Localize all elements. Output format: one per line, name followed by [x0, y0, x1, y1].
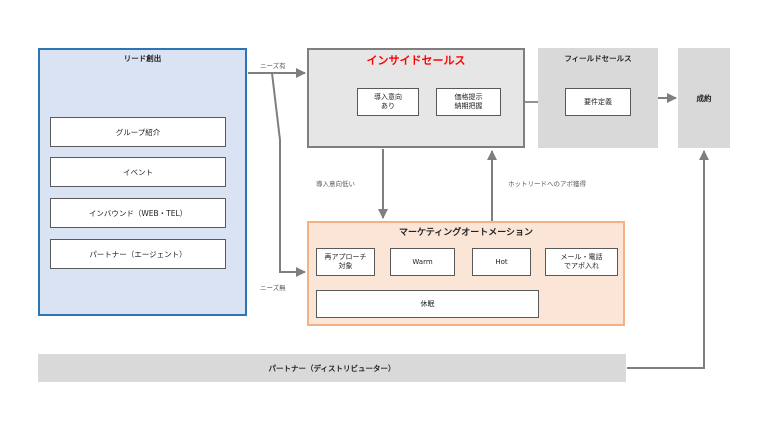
inside-sales-title: インサイドセールス — [366, 54, 466, 67]
partner-distributor-bar: パートナー（ディストリビューター） — [38, 354, 626, 382]
lead-item-event: イベント — [50, 157, 226, 187]
appointment-line2: でアポ入れ — [564, 262, 599, 270]
lead-item-group-referral: グループ紹介 — [50, 117, 226, 147]
arrow-needs-no — [248, 72, 306, 277]
lead-item-inbound: インバウンド（WEB・TEL） — [50, 198, 226, 228]
appointment-box: メール・電話 でアポ入れ — [545, 248, 618, 276]
label-needs-yes: ニーズ有 — [260, 62, 286, 70]
requirements-box: 要件定義 — [565, 88, 631, 116]
label-low-intent: 導入意向低い — [316, 180, 355, 188]
reapproach-box: 再アプローチ 対象 — [316, 248, 375, 276]
intent-line2: あり — [381, 102, 395, 110]
reapproach-line2: 対象 — [338, 262, 353, 270]
price-line1: 価格提示 — [454, 93, 483, 102]
warm-box: Warm — [390, 248, 455, 276]
price-box: 価格提示 納期把握 — [436, 88, 501, 116]
label-hot-lead-appointment: ホットリードへのアポ獲得 — [508, 180, 586, 188]
field-sales-title: フィールドセールス — [564, 54, 632, 63]
arrow-partner-to-contract — [627, 150, 709, 369]
contract-box: 成約 — [678, 48, 730, 148]
label-needs-no: ニーズ無 — [260, 284, 286, 292]
lead-generation-title: リード創出 — [123, 54, 162, 63]
marketing-automation-title: マーケティングオートメーション — [398, 228, 534, 238]
hot-box: Hot — [472, 248, 531, 276]
appointment-line1: メール・電話 — [560, 253, 603, 262]
intent-line1: 導入意向 — [374, 93, 402, 102]
reapproach-line1: 再アプローチ — [324, 253, 367, 262]
price-line2: 納期把握 — [454, 102, 483, 110]
dormant-box: 休眠 — [316, 290, 539, 318]
lead-item-partner-agent: パートナー（エージェント） — [50, 239, 226, 269]
intent-box: 導入意向 あり — [357, 88, 419, 116]
